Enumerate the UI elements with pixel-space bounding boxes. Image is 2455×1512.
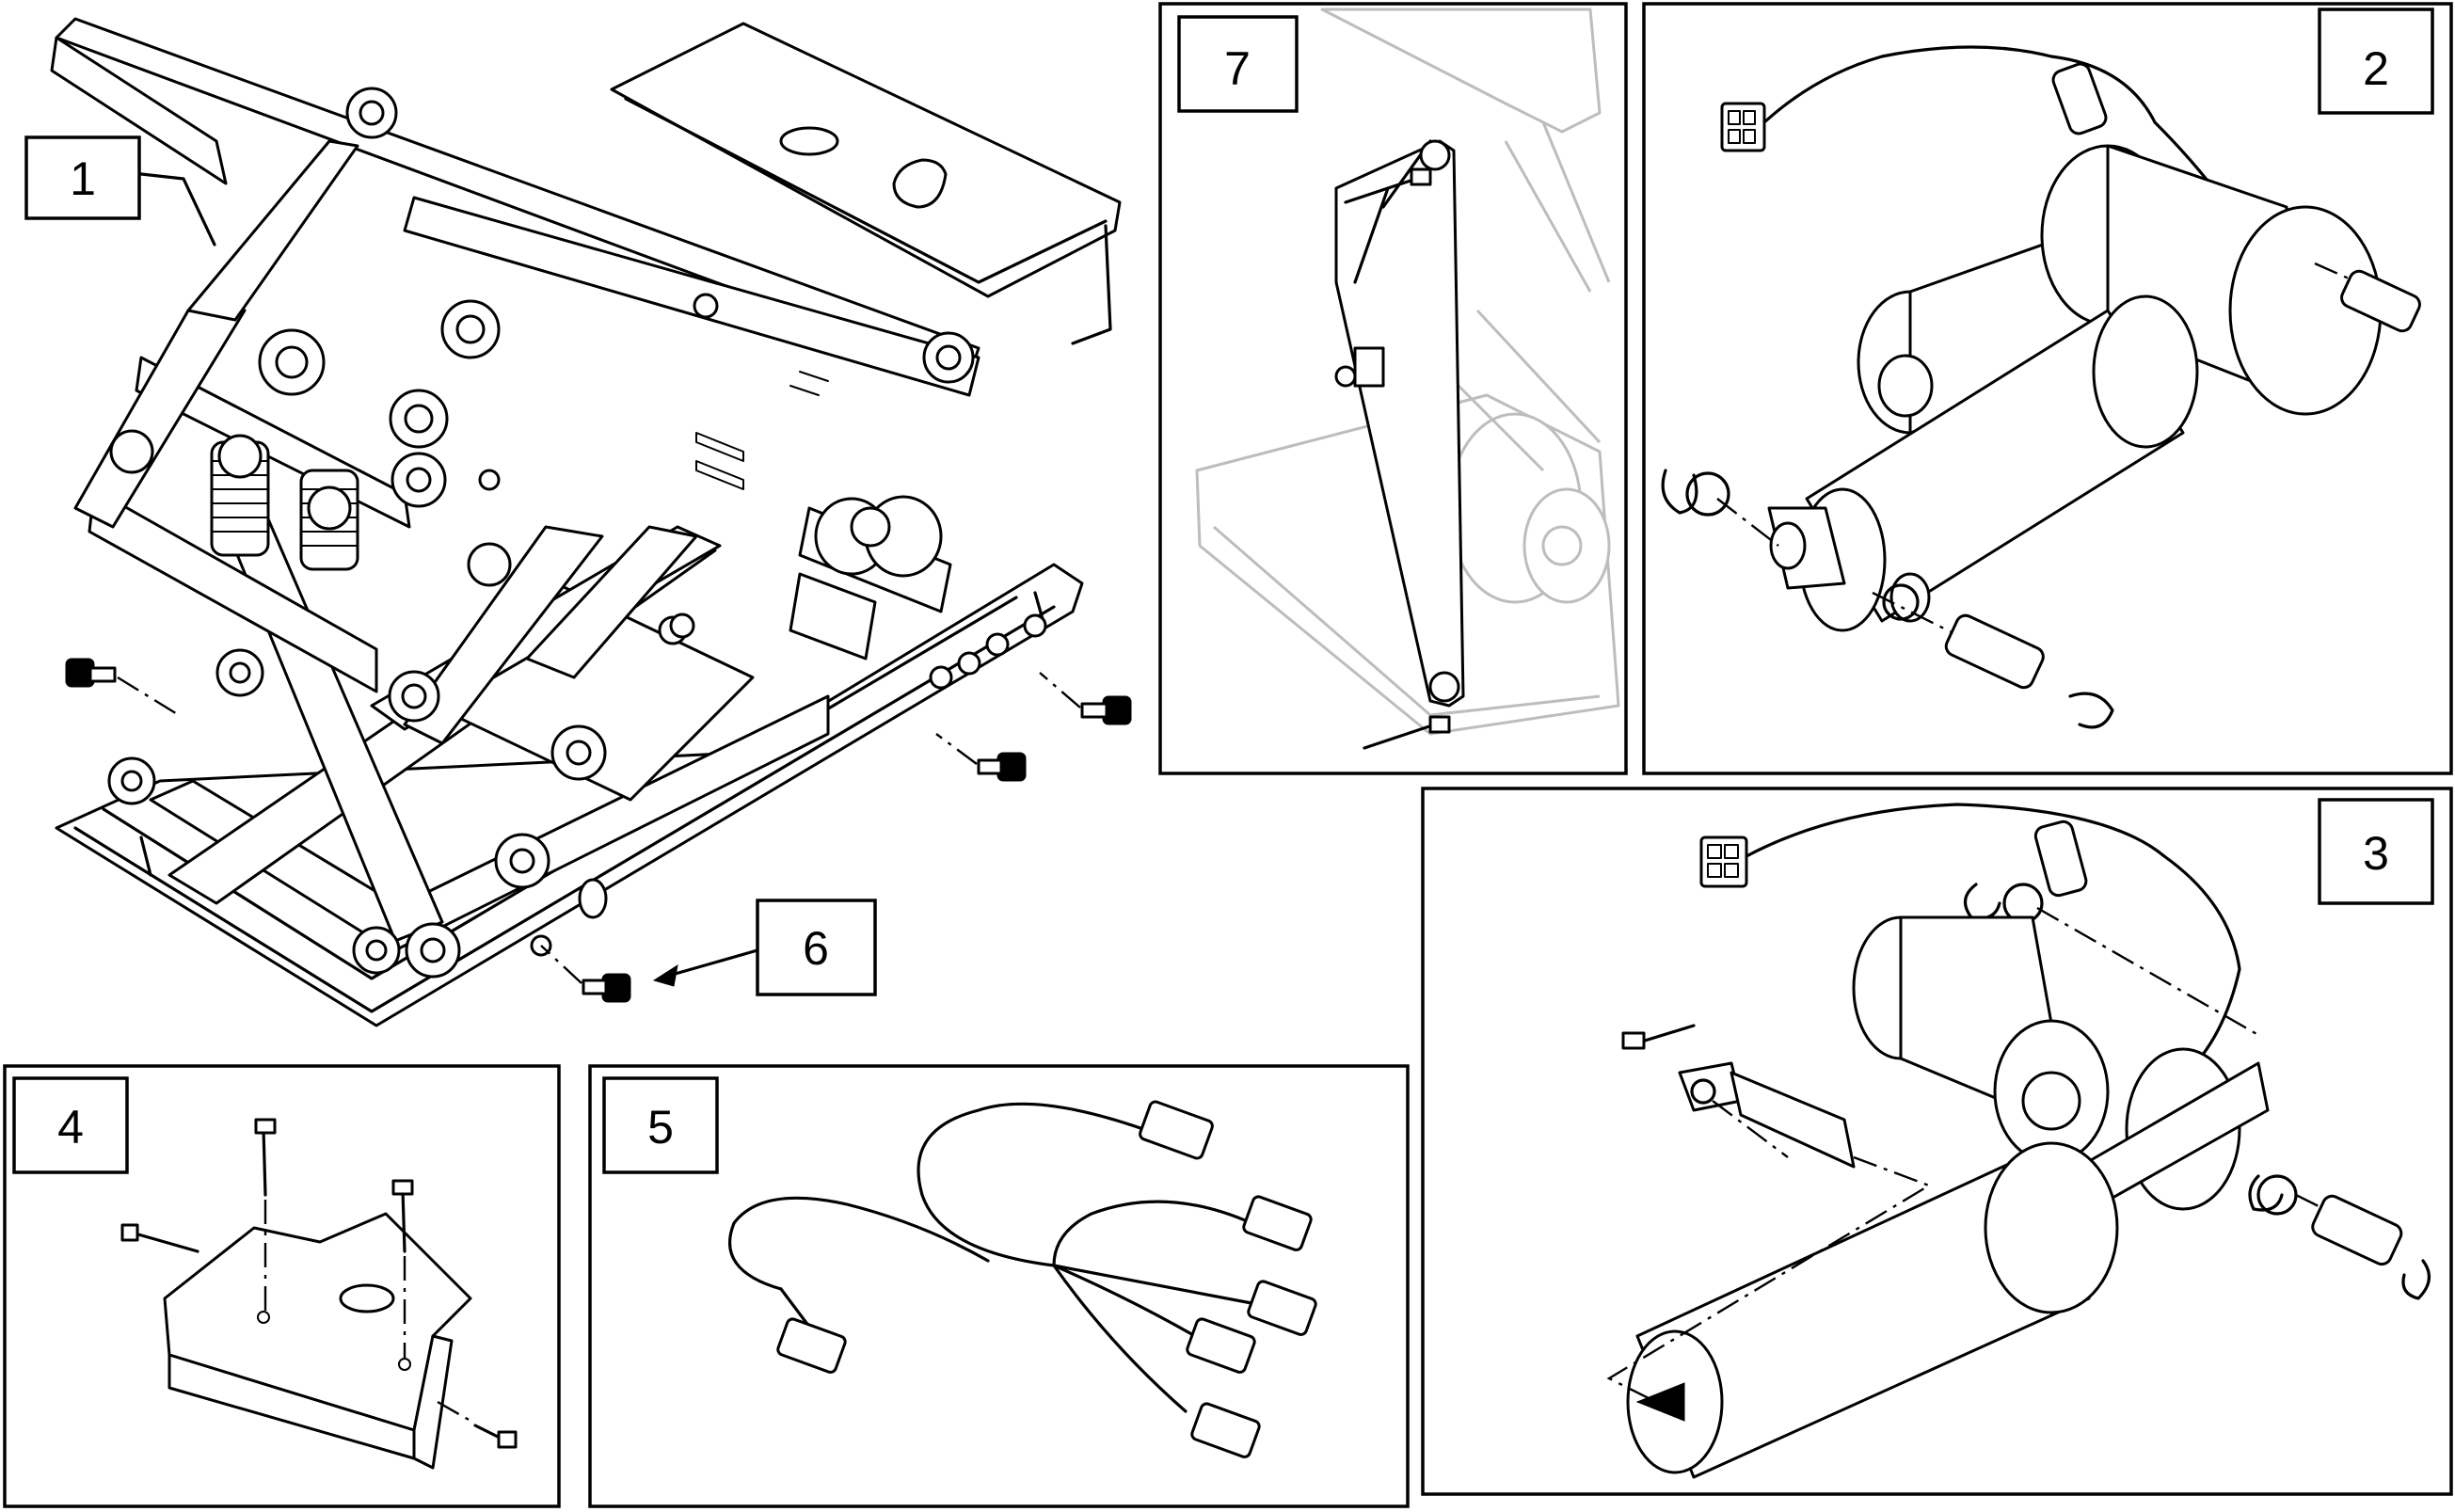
callout-5: 5 — [602, 1076, 719, 1174]
svg-text:2: 2 — [2363, 42, 2389, 95]
connector-a — [1139, 1100, 1214, 1160]
panel-2-actuator — [1642, 2, 2453, 775]
callout-2: 2 — [2318, 8, 2434, 115]
svg-text:6: 6 — [803, 922, 829, 975]
connector-c — [1247, 1280, 1317, 1336]
callout-4: 4 — [12, 1076, 129, 1174]
svg-text:1: 1 — [70, 152, 96, 205]
connector-d — [1186, 1317, 1256, 1374]
svg-text:3: 3 — [2363, 827, 2389, 880]
callout-7: 7 — [1177, 15, 1299, 113]
callout-1-leader — [139, 172, 216, 247]
connector-e — [1190, 1402, 1261, 1458]
scissor-lift-assembly — [50, 17, 1122, 1027]
svg-text:7: 7 — [1224, 42, 1251, 95]
shoulder-bolt-rail-2 — [935, 733, 1027, 782]
shoulder-bolt-6 — [540, 945, 631, 1003]
callout-3: 3 — [2318, 798, 2434, 905]
connector-b — [1242, 1195, 1313, 1251]
connector-f — [776, 1317, 847, 1374]
callout-1: 1 — [24, 135, 141, 220]
svg-text:4: 4 — [57, 1101, 84, 1154]
callout-6: 6 — [756, 899, 877, 996]
panel-3-actuator — [1421, 787, 2453, 1496]
callout-6-arrowhead — [652, 963, 678, 987]
shoulder-bolt-left — [65, 658, 180, 717]
shoulder-bolt-rail-1 — [1039, 672, 1132, 725]
svg-text:5: 5 — [647, 1101, 674, 1154]
panel-5-wire-harness — [588, 1064, 1410, 1508]
panel-7-arm-link — [1158, 2, 1628, 775]
